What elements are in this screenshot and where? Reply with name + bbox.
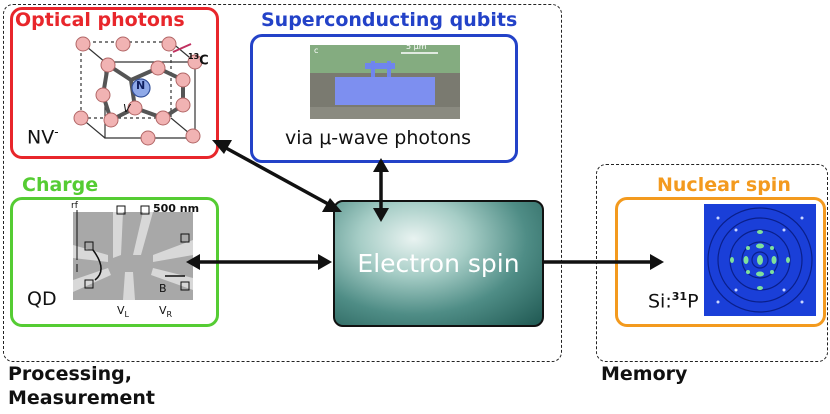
processing-caption-line2: Measurement — [8, 387, 155, 409]
nuclear-spin-box: Nuclear spin Si:31P — [615, 174, 826, 327]
donor-wavefunction-image — [704, 204, 816, 316]
vl-label-sub: L — [124, 310, 129, 320]
carbon-13-label: 13C — [188, 52, 209, 68]
scale-bar-label: 500 nm — [153, 202, 200, 215]
electron-spin-box: Electron spin — [333, 200, 544, 327]
superconducting-qubits-box: Superconducting qubits c 5 μm via μ-wave… — [250, 9, 521, 163]
micrograph-scale-bar-label: 5 μm — [406, 42, 427, 51]
superconducting-caption: via μ-wave photons — [285, 127, 472, 149]
superconducting-qubits-title: Superconducting qubits — [258, 9, 521, 31]
nv-label-charge: - — [54, 125, 59, 139]
si-p-label-prefix: Si: — [648, 290, 672, 313]
rf-label: rf — [71, 201, 78, 211]
qubit-micrograph — [310, 45, 460, 119]
si-p-label-element: P — [687, 290, 699, 313]
electron-spin-label: Electron spin — [357, 249, 520, 278]
charge-box: Charge 500 nm rf B VL VR QD — [10, 174, 219, 327]
processing-region — [3, 4, 562, 362]
magnetic-field-label: B — [159, 282, 167, 295]
vr-label-sub: R — [166, 310, 173, 320]
processing-caption-line1: Processing, — [8, 363, 132, 385]
optical-photons-box: Optical photons N V 13C NV- — [10, 7, 219, 159]
carbon-13-element: C — [199, 53, 209, 69]
si-p-label: Si:31P — [648, 290, 699, 312]
qd-label: QD — [27, 288, 57, 310]
quantum-dot-micrograph — [73, 205, 193, 300]
micrograph-panel-label: c — [314, 46, 319, 55]
nv-center-lattice-diagram — [73, 36, 203, 146]
carbon-13-mass-number: 13 — [188, 52, 200, 61]
vl-label-text: V — [117, 304, 125, 317]
si-p-label-mass-number: 31 — [671, 290, 688, 303]
vr-label: VR — [159, 304, 172, 319]
nuclear-spin-title: Nuclear spin — [654, 174, 794, 196]
vl-label: VL — [117, 304, 129, 319]
optical-photons-title: Optical photons — [15, 9, 185, 31]
memory-caption: Memory — [601, 363, 688, 385]
processing-measurement-caption: Processing, Measurement — [8, 362, 155, 410]
charge-title: Charge — [19, 174, 102, 196]
vacancy-label: V — [123, 102, 131, 115]
nv-label: NV- — [27, 125, 59, 148]
nv-label-text: NV — [27, 126, 55, 149]
nitrogen-label: N — [136, 79, 146, 92]
vr-label-text: V — [159, 304, 167, 317]
